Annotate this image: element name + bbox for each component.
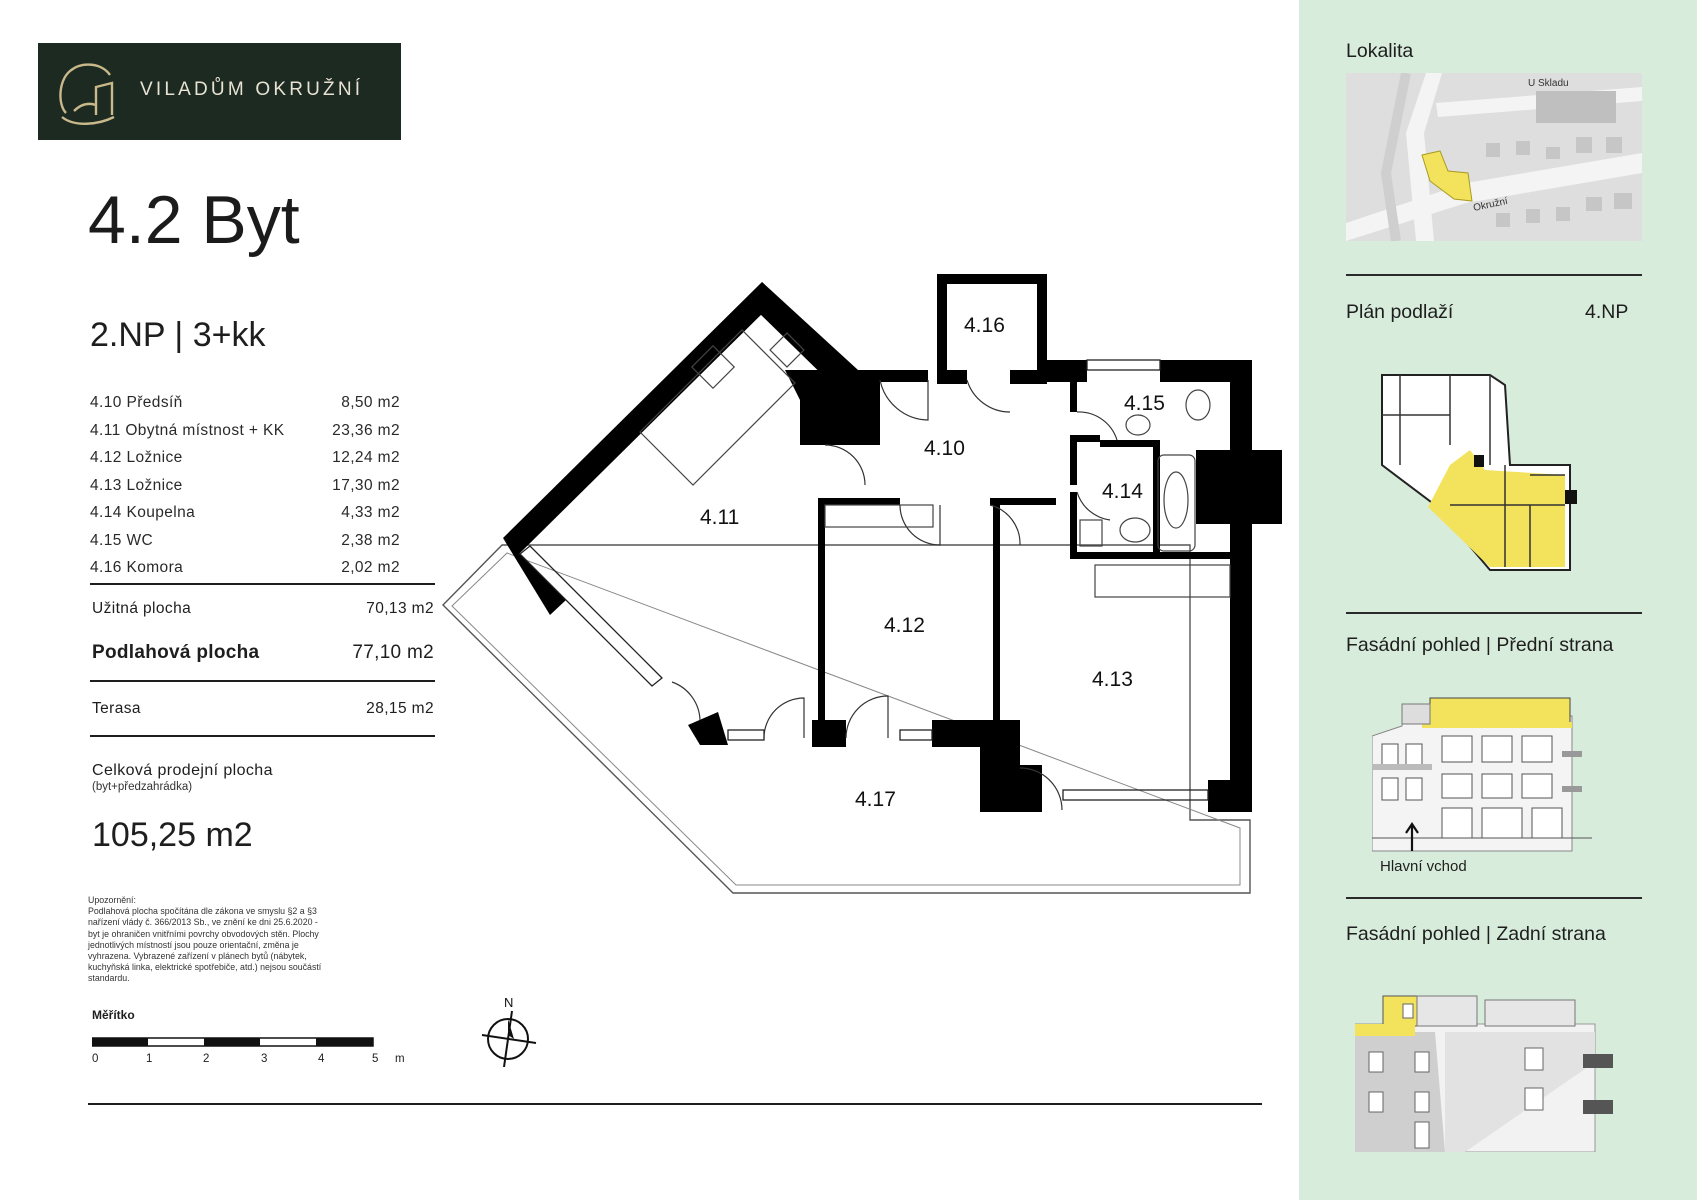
terrace-outline <box>442 544 1251 894</box>
map-street-label: U Skladu <box>1528 78 1569 89</box>
total-area-label: Celková prodejní plocha <box>92 762 273 779</box>
disclaimer-line: Podlahová plocha spočítána dle zákona ve… <box>88 906 317 917</box>
terrace-value: 28,15 m2 <box>366 700 434 717</box>
room-area: 2,38 m2 <box>341 532 400 549</box>
unit-title: 4.2 Byt <box>88 182 300 258</box>
divider <box>90 680 435 682</box>
room-label-4-17: 4.17 <box>855 788 896 811</box>
total-area-note: (byt+předzahrádka) <box>92 781 193 793</box>
room-row: 4.14 Koupelna 4,33 m2 <box>90 504 400 530</box>
divider <box>90 583 435 585</box>
room-label-4-16: 4.16 <box>964 314 1005 337</box>
room-area: 23,36 m2 <box>332 422 400 439</box>
room-row: 4.12 Ložnice 12,24 m2 <box>90 449 400 475</box>
disclaimer-line: byt je ohraničen vnitřními povrchy obvod… <box>88 928 319 939</box>
front-facade <box>1372 697 1592 852</box>
brand-logo <box>38 43 401 140</box>
floor-plan: 4.16 4.15 4.10 4.14 4.11 4.12 4.13 4.17 <box>442 274 1282 894</box>
divider <box>90 735 435 737</box>
room-name: 4.15 WC <box>90 532 154 549</box>
disclaimer-line: kuchyňská linka, elektrické spotřebiče, … <box>88 962 322 973</box>
usable-area-value: 70,13 m2 <box>366 600 434 617</box>
disclaimer: Upozornění: Podlahová plocha spočítána d… <box>88 895 388 985</box>
location-title: Lokalita <box>1346 40 1414 62</box>
room-label-4-14: 4.14 <box>1102 480 1143 503</box>
terrace-label: Terasa <box>92 700 141 717</box>
room-name: 4.12 Ložnice <box>90 449 183 466</box>
scale-tick: 5 <box>372 1053 379 1065</box>
windows <box>519 359 1209 801</box>
room-name: 4.14 Koupelna <box>90 504 196 521</box>
disclaimer-line: Upozornění: <box>88 895 136 905</box>
room-name: 4.11 Obytná místnost + KK <box>90 422 285 439</box>
room-area: 12,24 m2 <box>332 449 400 466</box>
scale-tick: 3 <box>261 1053 268 1065</box>
disclaimer-line: jednotlivých místností jsou pouze orient… <box>88 939 299 950</box>
room-row: 4.10 Předsíň 8,50 m2 <box>90 394 400 420</box>
room-labels: 4.16 4.15 4.10 4.14 4.11 4.12 4.13 4.17 <box>700 314 1165 811</box>
entrance-label: Hlavní vchod <box>1380 858 1467 875</box>
scale-bar <box>92 1037 374 1047</box>
scale-tick: 4 <box>318 1053 325 1065</box>
disclaimer-line: standardu. <box>88 973 130 984</box>
room-area: 4,33 m2 <box>341 504 400 521</box>
divider <box>1346 897 1642 899</box>
room-label-4-15: 4.15 <box>1124 392 1165 415</box>
floor-area-label: Podlahová plocha <box>92 642 260 663</box>
room-area: 8,50 m2 <box>341 394 400 411</box>
floor-overview <box>1381 374 1577 571</box>
room-name: 4.10 Předsíň <box>90 394 183 411</box>
back-facade-title: Fasádní pohled | Zadní strana <box>1346 923 1606 945</box>
room-row: 4.15 WC 2,38 m2 <box>90 532 400 558</box>
location-map: U Skladu Okružní <box>1346 73 1642 241</box>
scale-label: Měřítko <box>92 1008 135 1022</box>
usable-area-label: Užitná plocha <box>92 600 192 617</box>
floorplan-level: 4.NP <box>1585 301 1629 323</box>
entrance-arrow-icon <box>1405 822 1419 851</box>
floor-area-value: 77,10 m2 <box>352 642 434 663</box>
brand-mark-icon <box>59 63 115 125</box>
front-facade-title: Fasádní pohled | Přední strana <box>1346 634 1614 656</box>
divider <box>1346 612 1642 614</box>
scale-tick: 1 <box>146 1053 153 1065</box>
room-label-4-13: 4.13 <box>1092 668 1133 691</box>
location-highlight <box>1421 150 1473 202</box>
disclaimer-line: nařízení vlády č. 366/2013 Sb., ve znění… <box>88 917 318 928</box>
scale-unit: m <box>395 1053 405 1065</box>
walls <box>503 274 1282 812</box>
room-area: 17,30 m2 <box>332 477 400 494</box>
compass-north-label: N <box>504 995 513 1010</box>
room-name: 4.16 Komora <box>90 559 184 576</box>
room-label-4-11: 4.11 <box>700 506 739 529</box>
room-row: 4.13 Ložnice 17,30 m2 <box>90 477 400 503</box>
floorplan-title: Plán podlaží <box>1346 301 1454 323</box>
room-row: 4.11 Obytná místnost + KK 23,36 m2 <box>90 422 400 448</box>
unit-subtitle: 2.NP | 3+kk <box>90 316 266 354</box>
fixtures <box>639 329 1231 598</box>
room-label-4-12: 4.12 <box>884 614 925 637</box>
scale-tick: 0 <box>92 1053 99 1065</box>
room-area: 2,02 m2 <box>341 559 400 576</box>
divider <box>1346 274 1642 276</box>
scale-tick: 2 <box>203 1053 210 1065</box>
disclaimer-line: vyhrazena. Vybrazené zařízení v plánech … <box>88 951 307 962</box>
brand-name: VILADŮM OKRUŽNÍ <box>140 79 364 100</box>
room-name: 4.13 Ložnice <box>90 477 183 494</box>
back-facade <box>1355 995 1613 1152</box>
total-area-value: 105,25 m2 <box>92 816 253 854</box>
doors <box>671 379 1118 811</box>
footer-rule <box>88 1103 1262 1105</box>
room-label-4-10: 4.10 <box>924 437 965 460</box>
room-row: 4.16 Komora 2,02 m2 <box>90 559 400 585</box>
compass: N <box>481 995 537 1067</box>
